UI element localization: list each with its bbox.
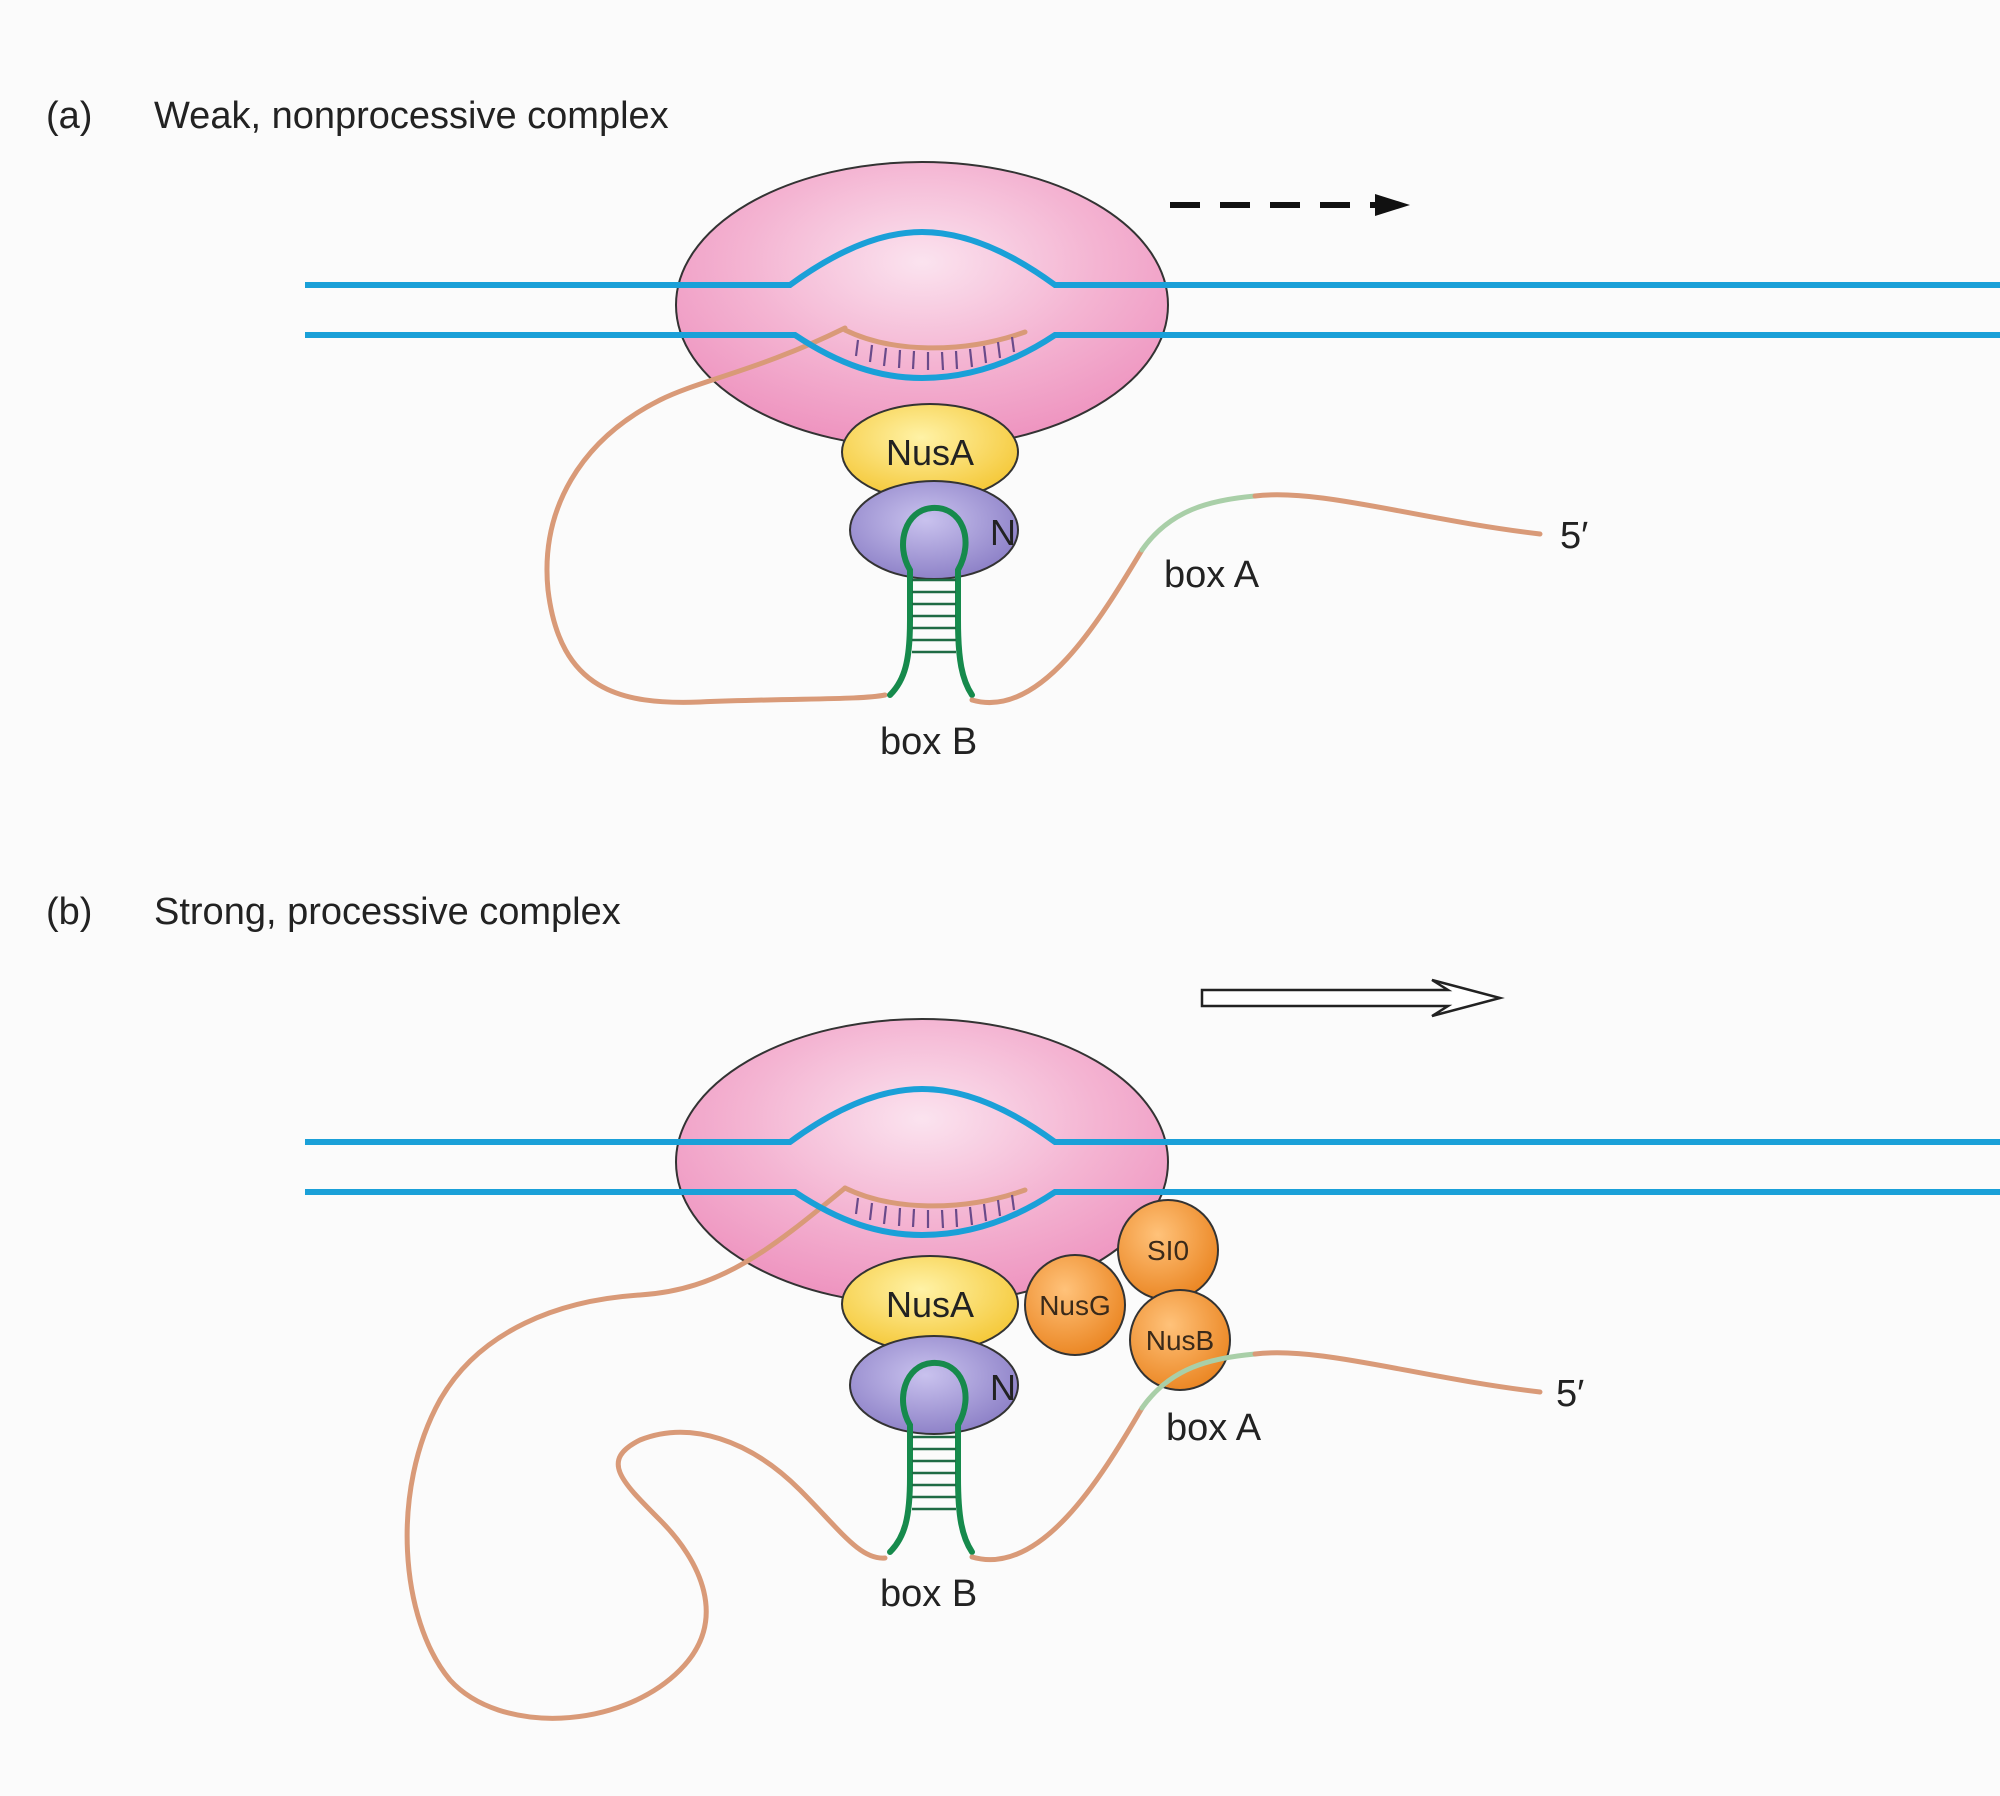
- panel-a-letter: (a): [46, 95, 92, 137]
- nusb-label: NusB: [1146, 1325, 1214, 1356]
- rna-tail: [1252, 492, 1543, 537]
- rna-dna-hybrid: [842, 1185, 1028, 1229]
- s10-label: SI0: [1147, 1235, 1189, 1266]
- n-label: N: [990, 512, 1016, 553]
- hollow-arrow-icon: [1200, 978, 1505, 1018]
- nusg-protein: [1024, 1254, 1126, 1356]
- panel-b-letter: (b): [46, 891, 92, 933]
- box-a-label: box A: [1166, 1407, 1262, 1449]
- box-a-segment: [1139, 1351, 1258, 1411]
- rna-5prime-segment: [969, 547, 1145, 705]
- dashed-arrow-icon: [1170, 194, 1410, 216]
- nusa-label: NusA: [886, 1284, 974, 1325]
- box-b-stem-loop: [887, 1359, 975, 1555]
- box-b-stem-loop: [887, 504, 975, 698]
- panel-a: (a) Weak, nonprocessive complex: [46, 95, 2000, 763]
- dna-duplex: [305, 228, 2000, 382]
- five-prime-label: 5′: [1560, 515, 1588, 557]
- box-a-segment: [1139, 493, 1258, 553]
- box-b-label: box B: [880, 1573, 977, 1615]
- dna-duplex: [305, 1085, 2000, 1239]
- nascent-rna: [544, 325, 888, 705]
- nusa-label: NusA: [886, 432, 974, 473]
- n-label: N: [990, 1367, 1016, 1408]
- n-protein: [849, 1335, 1019, 1435]
- nusg-label: NusG: [1039, 1290, 1111, 1321]
- box-b-label: box B: [880, 721, 977, 763]
- panel-b-title: Strong, processive complex: [154, 891, 621, 933]
- rna-dna-hybrid: [842, 327, 1028, 371]
- panel-b: (b) Strong, processive complex: [46, 891, 2000, 1721]
- five-prime-label: 5′: [1556, 1373, 1584, 1415]
- rna-tail: [1252, 1350, 1543, 1395]
- box-a-label: box A: [1164, 554, 1260, 596]
- rna-5prime-segment: [969, 1405, 1145, 1562]
- panel-a-title: Weak, nonprocessive complex: [154, 95, 669, 137]
- nascent-rna: [404, 1185, 888, 1721]
